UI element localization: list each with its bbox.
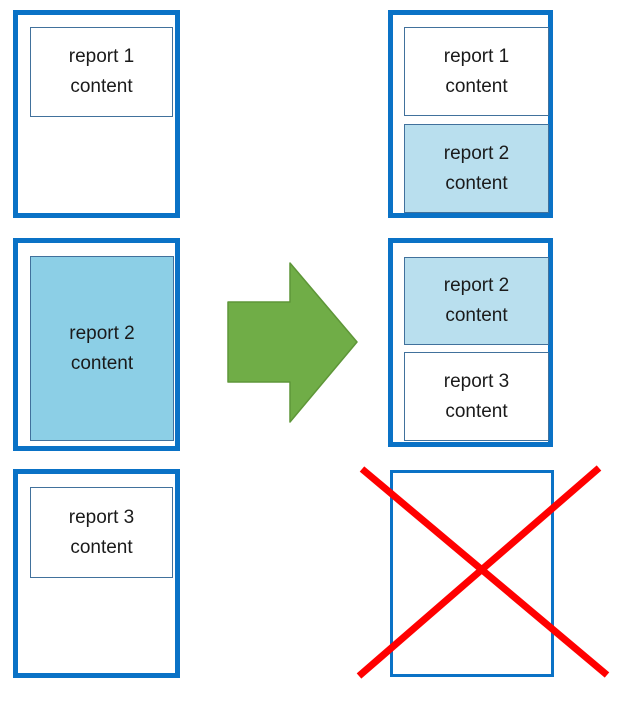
right-page-2: report 2 content report 3 content	[388, 238, 553, 447]
report-2-label-part2: report 2 content	[443, 275, 510, 326]
report-3-content-box: report 3 content	[30, 487, 173, 578]
report-2-label: report 2 content	[69, 322, 135, 374]
report-2-content-box-part1: report 2 content	[404, 124, 549, 213]
left-page-1: report 1 content	[13, 10, 180, 218]
left-page-2: report 2 content	[13, 238, 180, 451]
report-3-label: report 3 content	[68, 506, 135, 558]
report-1-label-merged: report 1 content	[443, 45, 510, 97]
left-page-3: report 3 content	[13, 469, 180, 678]
report-2-content-box: report 2 content	[30, 256, 174, 441]
report-1-content-box-merged: report 1 content	[404, 27, 549, 116]
report-3-label-merged: report 3 content	[443, 370, 510, 422]
report-2-content-box-part2: report 2 content	[404, 257, 549, 345]
right-arrow-icon	[227, 262, 358, 423]
right-page-1: report 1 content report 2 content	[388, 10, 553, 218]
report-2-label-part1: report 2 content	[443, 142, 510, 194]
report-1-content-box: report 1 content	[30, 27, 173, 117]
report-1-label: report 1 content	[68, 46, 135, 97]
report-3-content-box-merged: report 3 content	[404, 352, 549, 441]
red-x-cross-icon	[356, 465, 610, 679]
